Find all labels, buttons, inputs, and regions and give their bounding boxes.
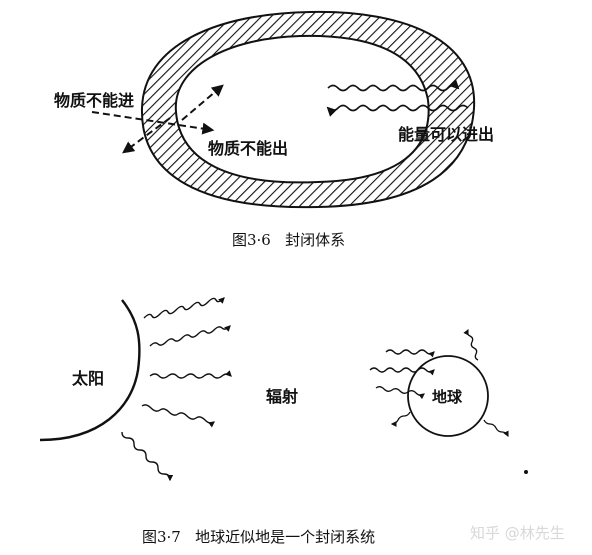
sun-ray-5 xyxy=(121,431,174,482)
sun-label: 太阳 xyxy=(71,369,104,388)
earth-incoming-ray-3 xyxy=(375,386,425,400)
matter-cannot-exit-label: 物质不能出 xyxy=(208,139,288,158)
energy-can-pass-label: 能量可以进出 xyxy=(398,125,494,144)
closed-system-figure: 物质不能进 物质不能出 能量可以进出 图3·6 封闭体系 xyxy=(54,10,494,249)
sun-ray-1 xyxy=(143,297,225,319)
sun-ray-2 xyxy=(149,325,231,347)
figure-3-7-caption: 图3·7 地球近似地是一个封闭系统 xyxy=(142,528,375,546)
figure-3-6-caption: 图3·6 封闭体系 xyxy=(232,231,345,249)
earth-outgoing-ray-up xyxy=(463,328,479,361)
matter-in-arrow-2 xyxy=(122,117,171,154)
earth-label: 地球 xyxy=(432,388,463,406)
radiation-label: 辐射 xyxy=(266,387,298,406)
watermark-text: 知乎 @林先生 xyxy=(470,524,565,542)
matter-cannot-enter-label: 物质不能进 xyxy=(54,91,134,110)
hatched-vessel-wall xyxy=(140,10,476,209)
earth-system-figure: 太阳 辐射 地球 图3·7 地球近似地是一个封闭系统 xyxy=(39,297,528,546)
sun-arc xyxy=(39,299,141,442)
earth-incoming-ray-1 xyxy=(385,349,435,358)
energy-wave-in xyxy=(326,104,469,117)
earth-incoming-ray-2 xyxy=(369,367,435,376)
earth-outgoing-ray-right xyxy=(483,419,509,438)
sun-ray-4 xyxy=(141,404,216,428)
matter-out-arrow xyxy=(181,84,224,121)
earth-outgoing-ray-left xyxy=(390,411,411,427)
matter-in-arrow-1 xyxy=(91,111,215,135)
speck-dot xyxy=(524,470,528,474)
earth-circle xyxy=(407,355,489,437)
energy-wave-out xyxy=(327,79,460,92)
sun-ray-3 xyxy=(149,370,232,379)
